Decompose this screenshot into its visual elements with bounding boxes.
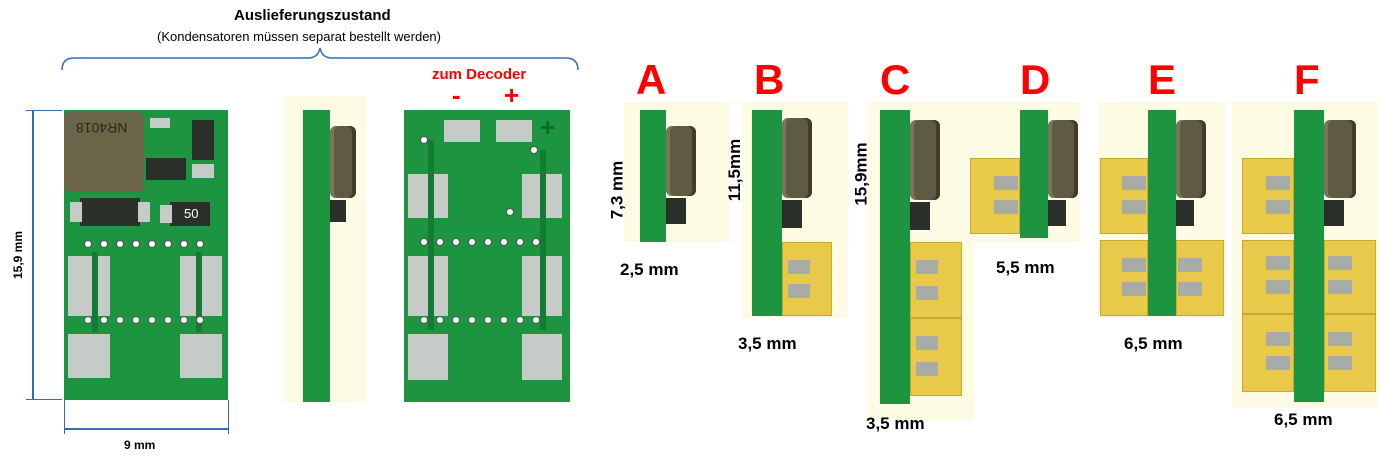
height-dimension-line <box>32 110 34 400</box>
variant-b-letter: B <box>754 56 785 103</box>
variant-e-letter: E <box>1148 56 1177 103</box>
variant-e-thickness: 6,5 mm <box>1124 334 1183 353</box>
diode <box>80 198 140 226</box>
variant-a-thickness: 2,5 mm <box>620 260 679 279</box>
minus-pad <box>444 120 480 142</box>
width-dimension-line <box>64 428 228 430</box>
decoder-label: zum Decoder <box>432 66 527 83</box>
height-dimension-label: 15,9 mm <box>11 230 26 280</box>
diagram-subtitle: (Kondensatoren müssen separat bestellt w… <box>157 29 441 44</box>
variant-c-letter: C <box>880 56 911 103</box>
variant-b-thickness: 3,5 mm <box>738 334 797 353</box>
brace <box>61 47 579 71</box>
variant-d-letter: D <box>1020 56 1051 103</box>
resistor-marking: 50 <box>184 206 199 221</box>
variant-b-height: 11,5mm <box>725 138 745 202</box>
inductor-marking: NR4018 <box>76 120 128 136</box>
variant-d-thickness: 5,5 mm <box>996 258 1055 277</box>
inductor <box>64 112 144 192</box>
width-dimension-label: 9 mm <box>124 438 156 452</box>
diagram-title: Auslieferungszustand <box>234 7 391 24</box>
variant-a-height: 7,3 mm <box>607 160 627 220</box>
variant-a-letter: A <box>636 56 667 103</box>
minus-label: - <box>452 80 461 110</box>
variant-c-height: 15,9mm <box>851 142 871 206</box>
plus-pad <box>496 120 532 142</box>
variant-f-thickness: 6,5 mm <box>1274 410 1333 429</box>
variant-f-letter: F <box>1294 56 1320 103</box>
plus-label: + <box>504 80 520 110</box>
variant-c-thickness: 3,5 mm <box>866 414 925 433</box>
resistor <box>170 202 210 226</box>
ic-chip <box>146 158 186 180</box>
